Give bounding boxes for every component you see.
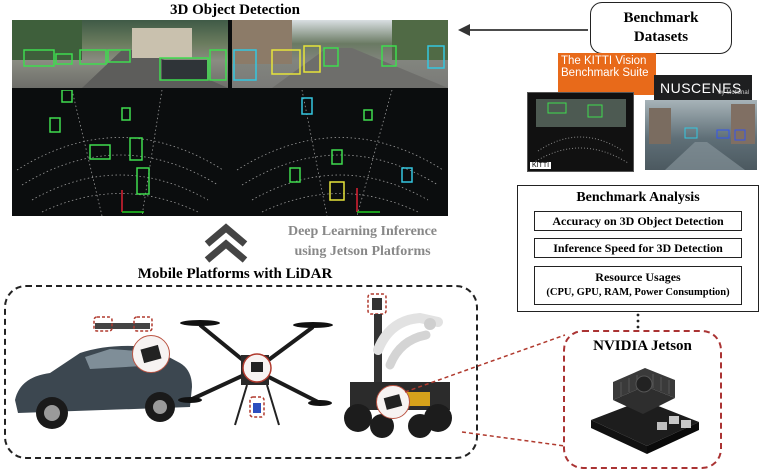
nuscenes-name: NUSCENES (660, 80, 742, 96)
point-cloud-left (16, 90, 224, 216)
inference-caption: Deep Learning Inference using Jetson Pla… (275, 222, 450, 262)
camera-image-right (232, 20, 448, 88)
double-chevron-up-icon (204, 223, 248, 263)
camera-scene-left (12, 20, 228, 88)
car-sensor-badge (132, 335, 170, 373)
nuscenes-logo-card: NUSCENES by Motional (654, 75, 752, 101)
kitti-scene (532, 99, 629, 164)
analysis-title: Benchmark Analysis (576, 190, 700, 205)
kitti-title: The KITTI Vision Benchmark Suite (561, 55, 649, 79)
kitti-sample-image: KITTI (527, 92, 634, 172)
jetson-box: NVIDIA Jetson (563, 330, 722, 469)
mobile-platforms-title: Mobile Platforms with LiDAR (137, 266, 333, 282)
jetson-board-icon (591, 368, 699, 454)
nuscenes-scene (649, 104, 755, 170)
metric-resource-usage: Resource Usages (CPU, GPU, RAM, Power Co… (534, 266, 742, 305)
nuscenes-sample-image (645, 100, 757, 170)
nuscenes-by: by Motional (718, 90, 749, 96)
benchmark-datasets-box: Benchmark Datasets (590, 2, 732, 54)
jetson-title: NVIDIA Jetson (593, 338, 692, 354)
resource-detail: (CPU, GPU, RAM, Power Consumption) (546, 287, 730, 298)
detection-title: 3D Object Detection (170, 2, 300, 18)
camera-scene-right (232, 20, 448, 88)
metric-accuracy: Accuracy on 3D Object Detection (534, 211, 742, 231)
point-cloud-right (236, 90, 444, 216)
camera-image-left (12, 20, 228, 88)
jetson-connector-lines (404, 334, 566, 447)
car-icon (15, 316, 192, 429)
benchmark-line-1: Benchmark (623, 10, 699, 26)
benchmark-line-2: Datasets (633, 29, 689, 45)
kitti-small-logo: KITTI (530, 162, 552, 169)
benchmark-analysis-box: Benchmark Analysis Accuracy on 3D Object… (517, 185, 759, 312)
inference-line-2: using Jetson Platforms (294, 244, 431, 259)
inference-line-1: Deep Learning Inference (287, 224, 438, 239)
kitti-logo-card: The KITTI Vision Benchmark Suite (558, 53, 656, 95)
resource-title: Resource Usages (595, 270, 681, 284)
drone-icon (178, 320, 333, 426)
metric-inference-speed: Inference Speed for 3D Detection (534, 238, 742, 258)
detection-panel (12, 20, 448, 216)
robot-sensor-badge (376, 385, 410, 419)
arrow-left-icon (458, 24, 588, 36)
mobile-platforms-box (4, 285, 478, 459)
dots-connector-icon (636, 313, 640, 329)
